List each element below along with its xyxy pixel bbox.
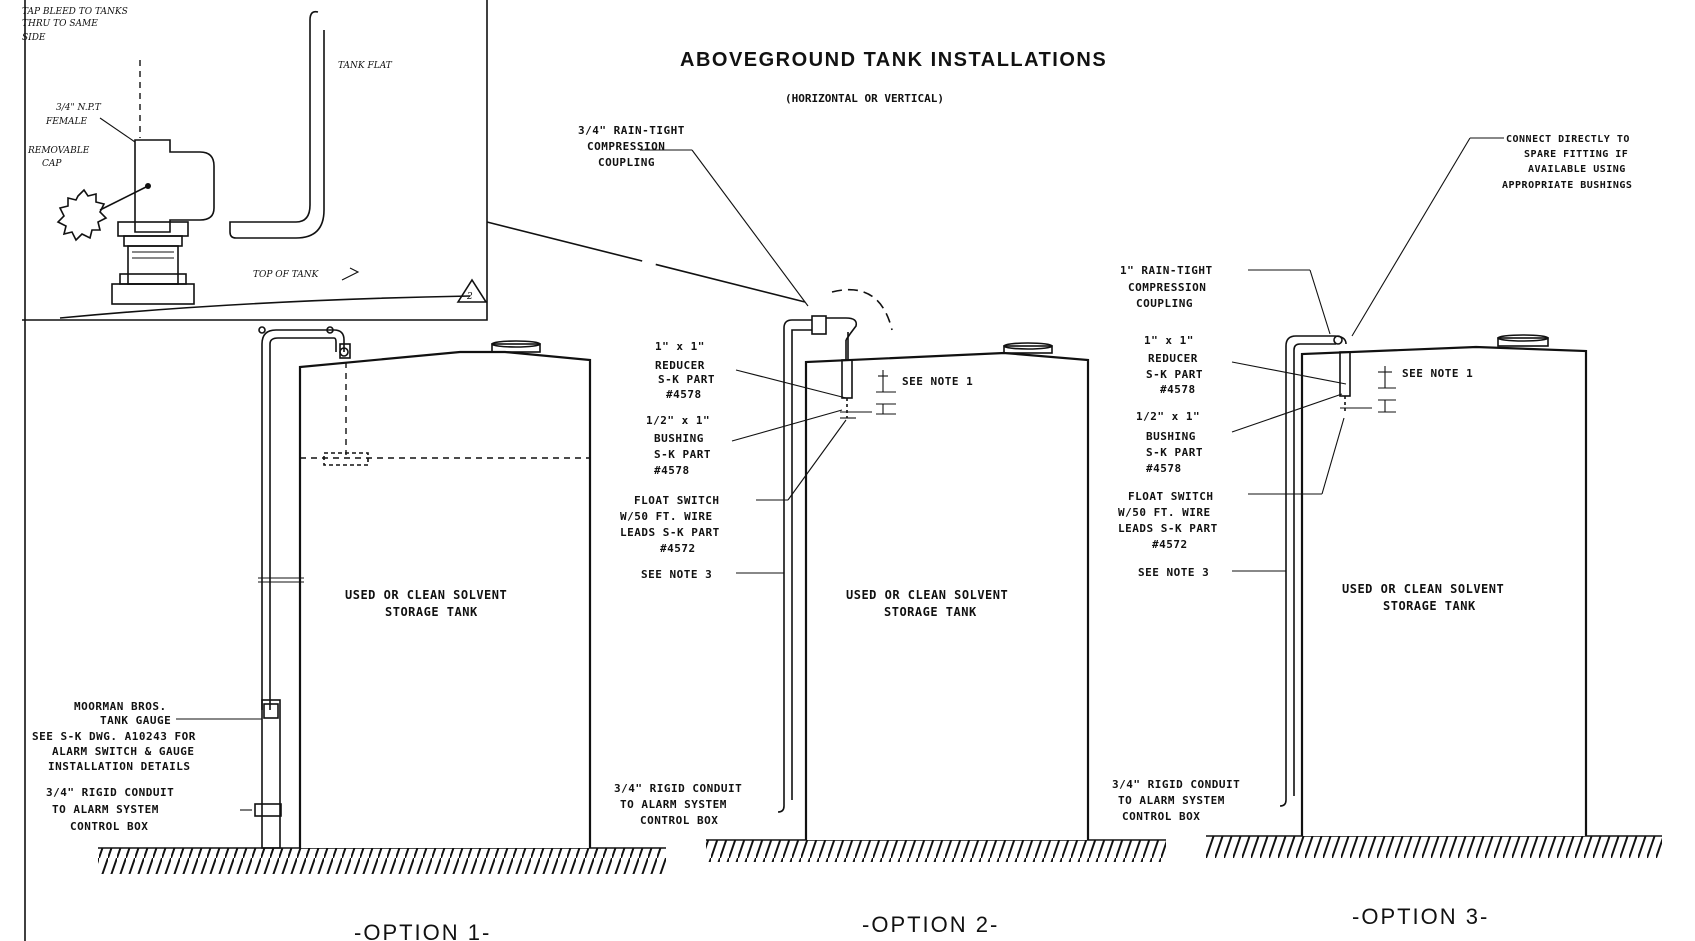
inset-detail: TAP BLEED TO TANKS THRU TO SAME SIDE TOP… (22, 0, 806, 321)
option-2-tank-label: USED OR CLEAN SOLVENT (846, 588, 1008, 602)
inset-detail-number: 2 (466, 292, 473, 302)
option-3-reducer-label-1: 1" x 1" (1144, 334, 1194, 347)
option-2-bushing-label-4: #4578 (654, 464, 690, 477)
option-3-reducer-label-2: REDUCER (1148, 352, 1198, 365)
page-subtitle: (HORIZONTAL OR VERTICAL) (785, 92, 944, 105)
option-2-tank-label-2: STORAGE TANK (884, 605, 977, 619)
option-3-coupling-label-3: COUPLING (1136, 297, 1193, 310)
option-3-reducer-label-4: #4578 (1160, 383, 1196, 396)
option-3-connect-label-2: SPARE FITTING IF (1524, 149, 1628, 160)
page-title: ABOVEGROUND TANK INSTALLATIONS (680, 49, 1107, 71)
option-2-coupling-label-2: COMPRESSION (587, 140, 665, 153)
option-2-caption: -OPTION 2- (862, 912, 999, 937)
option-3-tank (1300, 345, 1588, 836)
option-2-bushing-label-3: S-K PART (654, 448, 711, 461)
inset-removable-cap-2: CAP (42, 159, 62, 169)
option-2-reducer-label-2: REDUCER (655, 359, 705, 372)
option-1-gauge-label-4: ALARM SWITCH & GAUGE (52, 745, 194, 758)
option-1-caption: -OPTION 1- (354, 920, 491, 941)
option-3-note-3: SEE NOTE 3 (1138, 566, 1209, 579)
inset-corner-note: TAP BLEED TO TANKS (22, 7, 128, 17)
tank-gauge-body (261, 699, 281, 849)
option-1-gauge-label-2: TANK GAUGE (100, 714, 171, 727)
option-3-bushing-label-1: 1/2" x 1" (1136, 410, 1200, 423)
option-2-conduit-label-1: 3/4" RIGID CONDUIT (614, 782, 742, 795)
option-3-reducer-label-3: S-K PART (1146, 368, 1203, 381)
option-2-float-label-1: FLOAT SWITCH (634, 494, 719, 507)
inset-corner-note-2: THRU TO SAME (22, 19, 98, 29)
option-3-float-label-1: FLOAT SWITCH (1128, 490, 1213, 503)
option-1-tank-label: USED OR CLEAN SOLVENT (345, 588, 507, 602)
option-3-bushing-label-3: S-K PART (1146, 446, 1203, 459)
option-3-connect-label-3: AVAILABLE USING (1528, 164, 1626, 175)
option-2-bushing-label-2: BUSHING (654, 432, 704, 445)
option-3-conduit-label-1: 3/4" RIGID CONDUIT (1112, 778, 1240, 791)
option-1-conduit-label-3: CONTROL BOX (70, 820, 148, 833)
option-1-conduit-label-2: TO ALARM SYSTEM (52, 803, 159, 816)
option-2-reducer-label-1: 1" x 1" (655, 340, 705, 353)
option-1-tank (298, 350, 592, 848)
option-3: USED OR CLEAN SOLVENT STORAGE TANK CONNE… (1112, 134, 1662, 929)
option-2-ground (706, 840, 1166, 862)
option-2: USED OR CLEAN SOLVENT STORAGE TANK 3/4" … (578, 124, 1166, 937)
option-2-coupling-label-1: 3/4" RAIN-TIGHT (578, 124, 685, 137)
option-3-ground (1206, 836, 1662, 858)
option-3-note-1: SEE NOTE 1 (1402, 367, 1473, 380)
option-2-note-3: SEE NOTE 3 (641, 568, 712, 581)
option-3-coupling-label-1: 1" RAIN-TIGHT (1120, 264, 1213, 277)
option-3-coupling-label-2: COMPRESSION (1128, 281, 1206, 294)
option-2-reducer-label-3: S-K PART (658, 373, 715, 386)
option-1-gauge-label-3: SEE S-K DWG. A10243 FOR (32, 730, 196, 743)
option-1-gauge-label-1: MOORMAN BROS. (74, 700, 167, 713)
removable-cap-icon (56, 188, 108, 242)
option-2-conduit-label-3: CONTROL BOX (640, 814, 718, 827)
detail-marker-icon (456, 278, 488, 303)
option-3-conduit-label-2: TO ALARM SYSTEM (1118, 794, 1225, 807)
option-2-coupling-label-3: COUPLING (598, 156, 655, 169)
option-2-float-label-2: W/50 FT. WIRE (620, 510, 713, 523)
inset-top-of-tank: TOP OF TANK (253, 270, 320, 280)
option-1-ground (98, 848, 666, 874)
option-2-reducer-label-4: #4578 (666, 388, 702, 401)
option-3-tank-label: USED OR CLEAN SOLVENT (1342, 582, 1504, 596)
option-3-connect-label-4: APPROPRIATE BUSHINGS (1502, 180, 1632, 191)
option-3-connect-label-1: CONNECT DIRECTLY TO (1506, 134, 1630, 145)
option-3-conduit-label-3: CONTROL BOX (1122, 810, 1200, 823)
inset-tank-flat: TANK FLAT (338, 61, 393, 71)
option-2-float-label-3: LEADS S-K PART (620, 526, 720, 539)
option-2-bushing-label-1: 1/2" x 1" (646, 414, 710, 427)
option-2-conduit-label-2: TO ALARM SYSTEM (620, 798, 727, 811)
inset-corner-note-3: SIDE (22, 33, 46, 43)
option-3-float-label-4: #4572 (1152, 538, 1188, 551)
option-2-note-1: SEE NOTE 1 (902, 375, 973, 388)
option-3-bushing-label-4: #4578 (1146, 462, 1182, 475)
option-1-conduit-label-1: 3/4" RIGID CONDUIT (46, 786, 174, 799)
option-1-tank-label-2: STORAGE TANK (385, 605, 478, 619)
option-1: USED OR CLEAN SOLVENT STORAGE TANK MOORM… (32, 326, 666, 941)
option-2-float-label-4: #4572 (660, 542, 696, 555)
option-3-tank-label-2: STORAGE TANK (1383, 599, 1476, 613)
inset-male-fitting: 3/4" N.P.T (56, 103, 102, 113)
option-3-bushing-label-2: BUSHING (1146, 430, 1196, 443)
inset-male-fitting-2: FEMALE (45, 117, 88, 127)
inset-removable-cap: REMOVABLE (27, 146, 90, 156)
option-3-float-label-3: LEADS S-K PART (1118, 522, 1218, 535)
option-3-caption: -OPTION 3- (1352, 904, 1489, 929)
option-1-gauge-label-5: INSTALLATION DETAILS (48, 760, 190, 773)
option-3-float-label-2: W/50 FT. WIRE (1118, 506, 1211, 519)
